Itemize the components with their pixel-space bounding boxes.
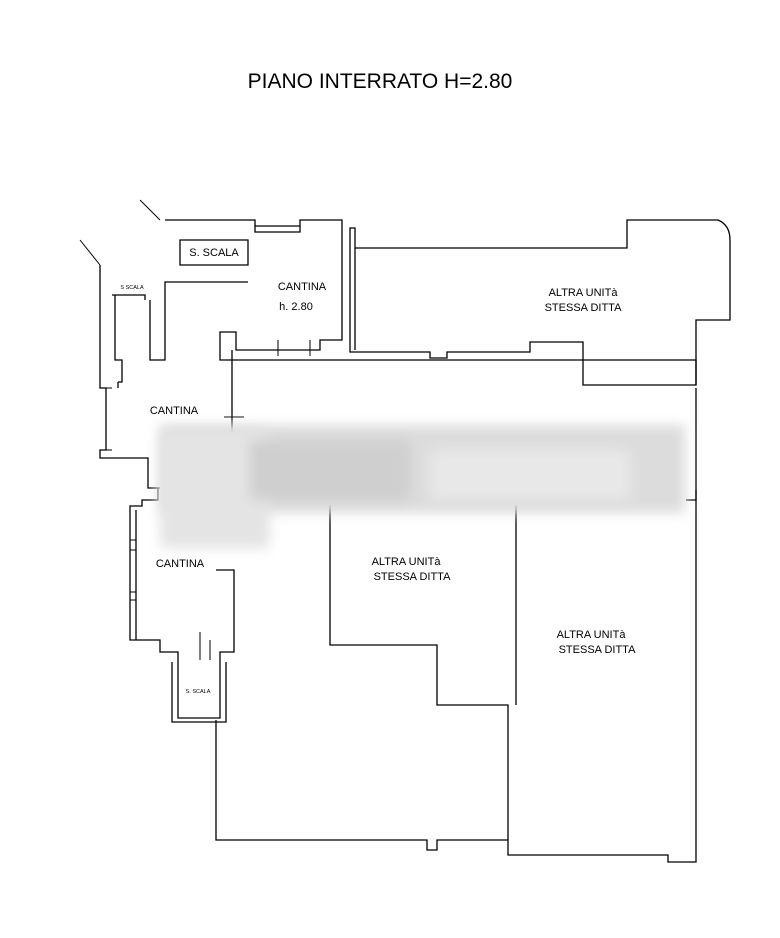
label-stessa-ditta-2: STESSA DITTA <box>374 571 451 583</box>
label-altra-unita-3: ALTRA UNITà <box>557 629 627 641</box>
label-altra-unita-2: ALTRA UNITà <box>372 556 442 568</box>
label-scala-bottom: S. SCALA <box>186 689 211 695</box>
label-cantina-low: CANTINA <box>156 558 205 570</box>
plan-title: PIANO INTERRATO H=2.80 <box>248 70 513 93</box>
redacted-region <box>160 425 685 548</box>
label-cantina-top-height: h. 2.80 <box>279 301 313 313</box>
label-cantina-mid: CANTINA <box>150 405 199 417</box>
label-cantina-top: CANTINA <box>278 281 327 293</box>
label-scala-top: S. SCALA <box>189 247 239 259</box>
label-scala-left: S SCALA <box>120 285 144 291</box>
label-stessa-ditta-1: STESSA DITTA <box>545 302 622 314</box>
label-stessa-ditta-3: STESSA DITTA <box>559 644 636 656</box>
label-altra-unita-1: ALTRA UNITà <box>549 287 619 299</box>
